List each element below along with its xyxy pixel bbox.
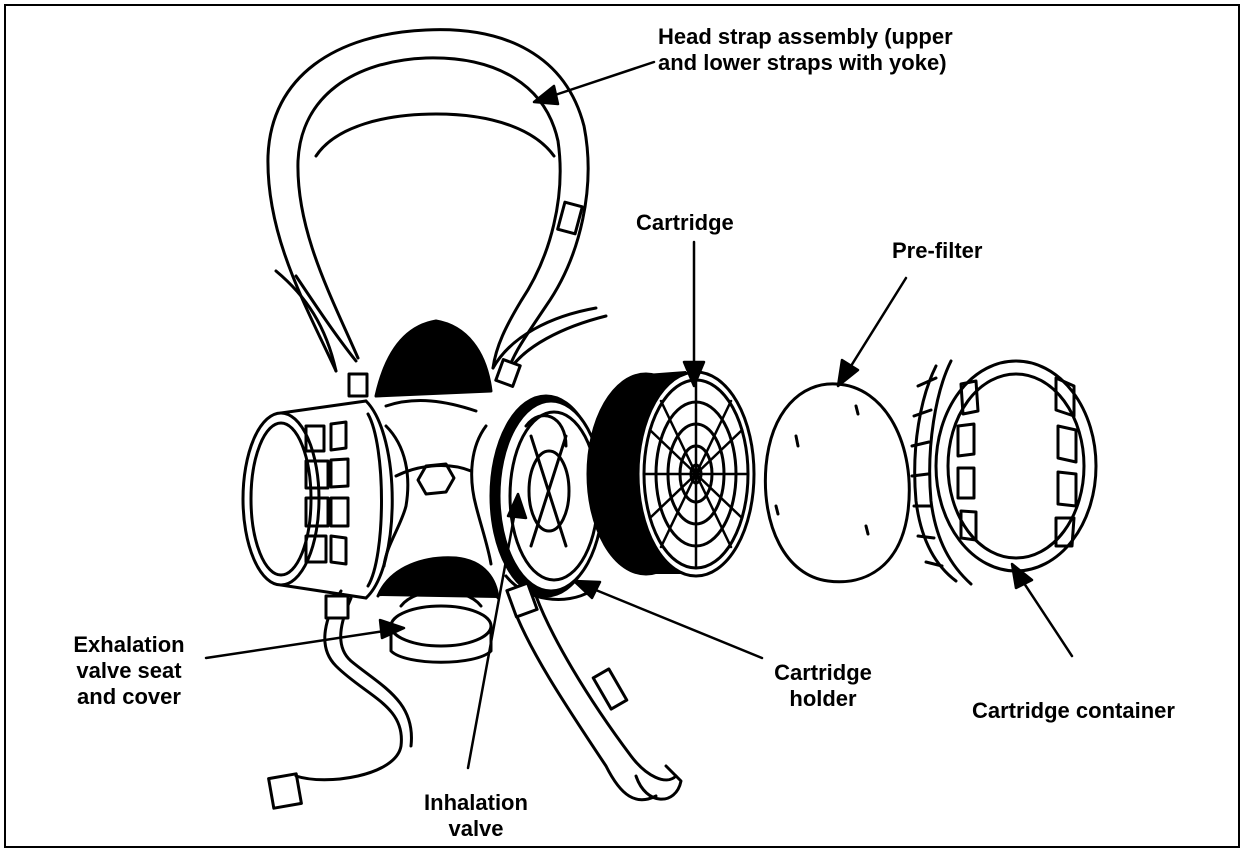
cartridge-container — [912, 361, 1096, 584]
cartridge-holder-ring — [491, 396, 603, 599]
inhalation-valve-label: Inhalation valve — [406, 790, 546, 842]
cartridge-holder-label: Cartridge holder — [758, 660, 888, 712]
pre-filter — [765, 384, 909, 582]
facepiece — [376, 321, 498, 662]
pre-filter-label: Pre-filter — [892, 238, 982, 264]
cartridge-container-label: Cartridge container — [972, 698, 1175, 724]
cartridge-label: Cartridge — [636, 210, 734, 236]
diagram-frame: Head strap assembly (upper and lower str… — [4, 4, 1240, 848]
left-cartridge — [243, 401, 392, 598]
cartridge — [588, 371, 754, 576]
exhalation-valve-label: Exhalation valve seat and cover — [44, 632, 214, 710]
head-strap-label: Head strap assembly (upper and lower str… — [658, 24, 953, 76]
lower-straps — [269, 583, 681, 808]
